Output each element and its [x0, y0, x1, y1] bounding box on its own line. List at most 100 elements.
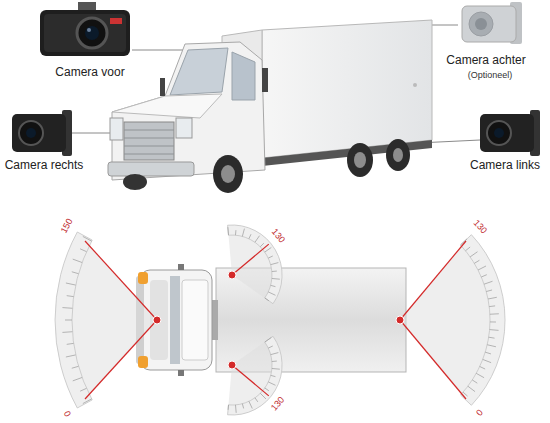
scale-tick [272, 271, 277, 272]
dashcam-drawing [44, 14, 126, 52]
scale-tick [73, 377, 82, 380]
scale-tick [62, 307, 72, 309]
truck-top-view [138, 356, 148, 368]
view-fan [55, 232, 157, 408]
angle-number: 0 [475, 408, 485, 418]
side-camera-drawing [487, 121, 511, 145]
scale-tick [228, 405, 229, 410]
dashcam-drawing [40, 2, 130, 56]
scale-tick [268, 292, 275, 295]
truck-drawing [393, 148, 403, 162]
scale-tick [62, 227, 498, 413]
truck-drawing [221, 165, 235, 183]
scale-tick [260, 393, 266, 399]
side-camera-drawing [480, 114, 534, 152]
side-camera-drawing [494, 128, 504, 138]
scale-tick [67, 295, 74, 297]
view-fan [55, 225, 505, 415]
rear-camera-drawing [462, 2, 522, 44]
truck-drawing [124, 130, 174, 154]
truck-top-view [182, 280, 208, 360]
scale-tick [490, 313, 499, 314]
camera-dot [153, 271, 404, 369]
scale-tick [242, 229, 244, 237]
scale-tick [80, 249, 86, 252]
scale-tick [265, 388, 269, 391]
scale-tick [72, 366, 79, 368]
rear-camera-drawing [462, 6, 516, 42]
scale-tick [65, 320, 72, 321]
scale-tick [249, 401, 252, 408]
scale-tick [66, 355, 76, 357]
camera-label: Camera achter [446, 54, 525, 66]
truck-top-view [138, 272, 148, 284]
side-camera-drawing [12, 114, 66, 152]
scale-tick [265, 247, 272, 252]
dashcam-drawing [87, 28, 91, 32]
dashcam-drawing [110, 18, 122, 24]
scale-tick [489, 337, 495, 339]
scale-tick [83, 399, 92, 404]
view-line [400, 241, 466, 320]
scale-tick [486, 290, 492, 292]
dashcam-drawing [85, 26, 99, 40]
scale-tick [255, 398, 258, 402]
camera-dot [396, 316, 404, 324]
angle-number: 130 [472, 218, 489, 235]
camera-dot [228, 271, 236, 279]
note-label: (Optioneel) [468, 71, 513, 80]
scale-tick [272, 361, 277, 362]
scale-tick [255, 236, 260, 243]
truck-drawing [112, 42, 265, 180]
scale-tick [480, 366, 485, 369]
angle-scale [55, 232, 92, 408]
scale-tick [249, 234, 251, 239]
scale-tick [484, 281, 493, 284]
scale-tick [272, 278, 280, 280]
scale-tick [490, 321, 496, 322]
side-camera-drawing [26, 128, 36, 138]
scale-tick [271, 353, 279, 355]
truck-drawing [386, 139, 410, 171]
view-fan [400, 235, 505, 406]
scale-tick [487, 345, 496, 347]
scale-tick [67, 343, 74, 345]
scale-tick [470, 252, 477, 257]
scale-tick [476, 373, 484, 377]
truck-drawing [123, 174, 147, 190]
truck-drawing [176, 118, 192, 138]
scale-tick [474, 260, 479, 263]
scale-tick [235, 405, 237, 413]
truck-drawing [110, 118, 123, 140]
scale-tick [260, 243, 264, 247]
camera-label: Camera voor [55, 66, 124, 78]
scale-tick [272, 368, 280, 370]
scale-tick [481, 275, 487, 277]
scale-tick [227, 227, 229, 235]
scale-tick [485, 352, 491, 354]
truck-drawing [124, 122, 174, 160]
dashcam-drawing [77, 18, 107, 48]
truck-drawing [160, 78, 165, 96]
scale-tick [271, 375, 276, 376]
truck-top-view [170, 276, 180, 364]
truck-top-view [150, 280, 168, 360]
view-line [85, 241, 157, 320]
scale-tick [468, 386, 475, 391]
scale-tick [268, 256, 273, 258]
view-line [85, 320, 157, 399]
truck-drawing [413, 83, 417, 87]
scale-tick [483, 359, 491, 362]
scale-tick [62, 331, 72, 333]
rear-camera-drawing [469, 12, 493, 36]
scale-tick [488, 297, 497, 299]
truck-drawing [108, 20, 432, 193]
truck-drawing [262, 68, 268, 92]
camera-dot [153, 316, 161, 324]
angle-number: 150 [59, 217, 74, 234]
truck-drawing [124, 146, 174, 147]
side-camera-drawing [19, 121, 43, 145]
angle-number: 130 [270, 395, 287, 412]
